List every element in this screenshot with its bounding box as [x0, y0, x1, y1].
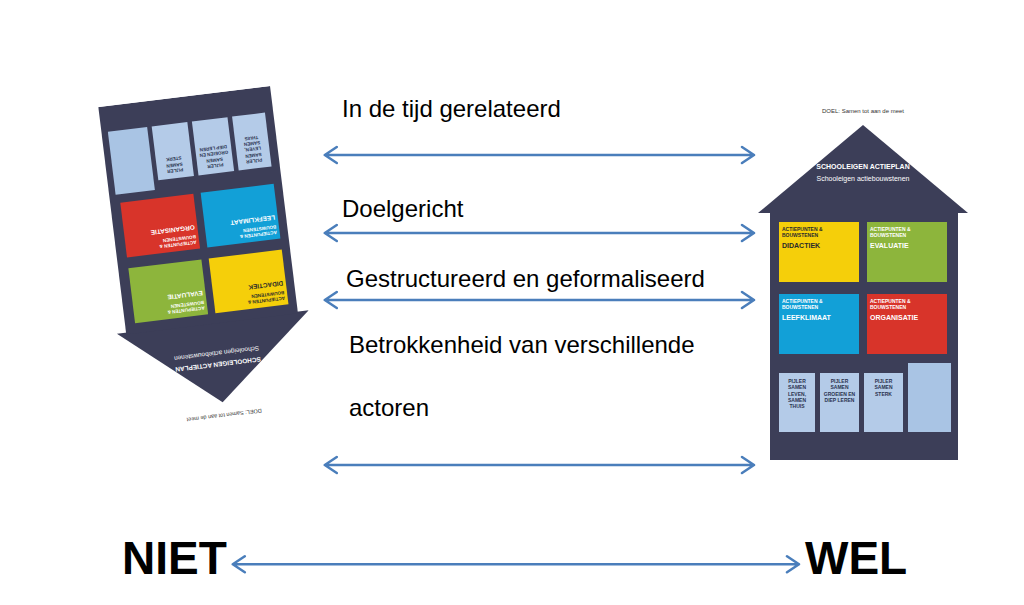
goal-caption: DOEL: Samen tot aan de meet — [172, 406, 277, 424]
pillar-box: PIJLER SAMEN GROEIEN EN DIEP LEREN — [820, 373, 859, 432]
block-title: PIJLER SAMEN LEVEN, SAMEN THUIS — [236, 134, 269, 166]
scale-end: WEL — [803, 531, 909, 586]
building-block: ACTIEPUNTEN & BOUWSTENEN ORGANISATIE — [867, 294, 947, 354]
double-arrow — [325, 147, 754, 163]
block-title: PIJLER SAMEN GROEIEN EN DIEP LEREN — [197, 144, 232, 171]
edge-label: Betrokkenheid van verschillende actoren — [349, 313, 729, 439]
double-arrow — [325, 225, 754, 241]
block-subtitle: ACTIEPUNTEN & BOUWSTENEN — [782, 226, 856, 238]
building-block: ACTIEPUNTEN & BOUWSTENENDIDACTIEK — [209, 250, 289, 314]
double-arrow — [325, 292, 754, 308]
block-title: DIDACTIEK — [782, 241, 856, 250]
pillar-box: PIJLER SAMEN STERK — [864, 373, 903, 432]
scale-end-word: NIET — [120, 531, 229, 586]
double-arrow — [233, 556, 799, 572]
edge-label: Doelgericht — [342, 195, 722, 223]
block-title: PIJLER SAMEN STERK — [866, 378, 901, 397]
building-block: ACTIEPUNTEN & BOUWSTENEN LEEFKLIMAAT — [779, 294, 859, 354]
plan-title: SCHOOLEIGEN ACTIEPLAN — [788, 163, 938, 170]
block-title: PIJLER SAMEN STERK — [157, 155, 191, 176]
edge-label: Gestructureerd en geformaliseerd — [346, 265, 726, 293]
block-title: ORGANISATIE — [870, 313, 944, 322]
building-block: ACTIEPUNTEN & BOUWSTENEN EVALUATIE — [867, 222, 947, 282]
building-block: ACTIEPUNTEN & BOUWSTENENEVALUATIE — [128, 259, 208, 323]
pillar-box: PIJLER SAMEN LEVEN, SAMEN THUIS — [779, 373, 815, 432]
block-title: PIJLER SAMEN LEVEN, SAMEN THUIS — [781, 378, 813, 409]
double-arrow — [325, 457, 754, 473]
building-block: ACTIEPUNTEN & BOUWSTENEN DIDACTIEK — [779, 222, 859, 282]
block-title: PIJLER SAMEN GROEIEN EN DIEP LEREN — [822, 378, 857, 403]
action-plan-house: DOEL: Samen tot aan de meetSCHOOLEIGEN A… — [758, 105, 968, 460]
block-subtitle: ACTIEPUNTEN & BOUWSTENEN — [870, 226, 944, 238]
building-block: ACTIEPUNTEN & BOUWSTENENLEEFKLIMAAT — [201, 184, 281, 248]
plan-subtitle: Schooleigen actiebouwstenen — [788, 175, 938, 182]
pillar-box: PIJLER SAMEN GROEIEN EN DIEP LEREN — [192, 117, 234, 175]
edge-label: In de tijd gerelateerd — [342, 95, 722, 123]
scale-end: NIET — [120, 531, 229, 586]
building-block: ACTIEPUNTEN & BOUWSTENENORGANISATIE — [120, 194, 200, 258]
action-plan-house: DOEL: Samen tot aan de meetSCHOOLEIGEN A… — [89, 85, 321, 433]
goal-caption: DOEL: Samen tot aan de meet — [806, 108, 920, 114]
block-title: LEEFKLIMAAT — [782, 313, 856, 322]
block-subtitle: ACTIEPUNTEN & BOUWSTENEN — [870, 298, 944, 310]
block-title: EVALUATIE — [870, 241, 944, 250]
scale-end-word: WEL — [803, 531, 909, 586]
pillar-box: PIJLER SAMEN STERK — [152, 122, 194, 180]
pillar-box: PIJLER SAMEN LEVEN, SAMEN THUIS — [232, 113, 271, 171]
block-subtitle: ACTIEPUNTEN & BOUWSTENEN — [782, 298, 856, 310]
